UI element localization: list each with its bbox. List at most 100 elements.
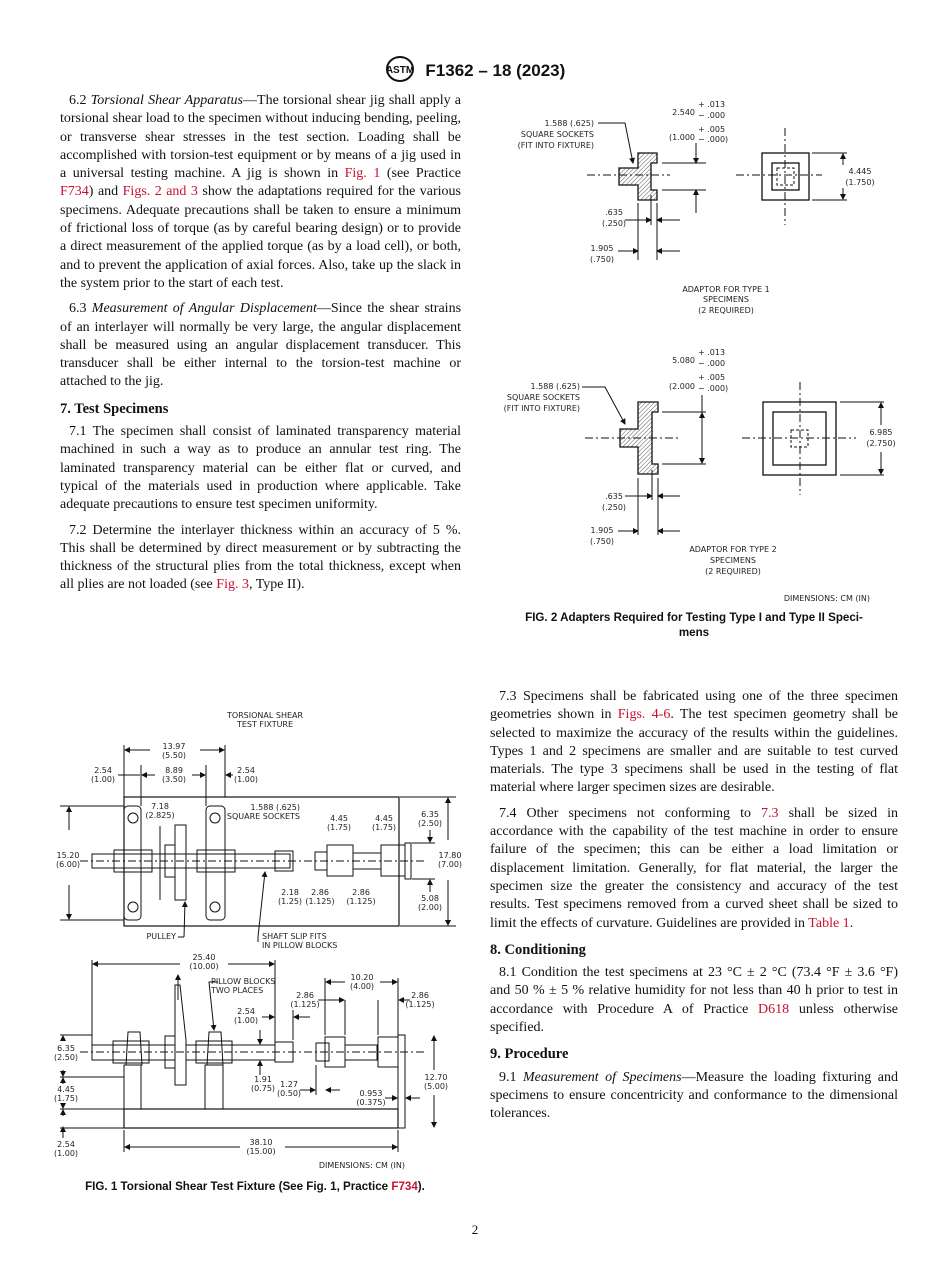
svg-text:(1.125): (1.125) — [305, 897, 334, 906]
link-fig-1[interactable]: Fig. 1 — [344, 166, 381, 182]
svg-text:(3.50): (3.50) — [162, 775, 186, 784]
svg-text:TEST FIXTURE: TEST FIXTURE — [236, 720, 293, 729]
svg-text:(2.825): (2.825) — [145, 811, 174, 820]
link-f734[interactable]: F734 — [60, 184, 89, 200]
svg-text:25.40: 25.40 — [193, 953, 216, 962]
svg-text:IN PILLOW BLOCKS: IN PILLOW BLOCKS — [262, 941, 337, 950]
svg-text:2.540: 2.540 — [672, 108, 695, 117]
astm-logo-icon: ASTM — [385, 56, 415, 87]
paragraph-7-1: 7.1 The specimen shall consist of lamina… — [60, 424, 461, 513]
adaptor-type-1-labels: 2.540 + .013 − .000 (1.000 + .005 − .000… — [518, 100, 875, 315]
paragraph-7-3: 7.3 Specimens shall be fabricated using … — [490, 689, 898, 796]
fig2-units: DIMENSIONS: CM (IN) — [784, 594, 870, 603]
svg-text:4.445: 4.445 — [849, 167, 872, 176]
svg-text:1.588 (.625): 1.588 (.625) — [251, 803, 301, 812]
svg-text:(2.750): (2.750) — [866, 439, 895, 448]
svg-text:10.20: 10.20 — [351, 973, 374, 982]
svg-text:SQUARE SOCKETS: SQUARE SOCKETS — [227, 812, 300, 821]
svg-text:(1.125): (1.125) — [290, 1000, 319, 1009]
link-figs-4-6[interactable]: Figs. 4-6 — [617, 707, 671, 723]
right-column: 7.3 Specimens shall be fabricated using … — [490, 688, 898, 1131]
svg-text:(1.00): (1.00) — [91, 775, 115, 784]
svg-text:(7.00): (7.00) — [438, 860, 462, 869]
svg-text:PILLOW BLOCKS: PILLOW BLOCKS — [211, 977, 275, 986]
svg-text:(5.00): (5.00) — [424, 1082, 448, 1091]
svg-text:38.10: 38.10 — [250, 1138, 273, 1147]
svg-text:(1.00): (1.00) — [54, 1149, 78, 1158]
adaptor-type-1-drawing — [587, 122, 847, 260]
svg-text:(1.25): (1.25) — [278, 897, 302, 906]
svg-text:SQUARE SOCKETS: SQUARE SOCKETS — [521, 130, 594, 139]
svg-text:(.250): (.250) — [602, 219, 626, 228]
link-d618[interactable]: D618 — [758, 1001, 790, 1017]
svg-text:0.953: 0.953 — [360, 1089, 383, 1098]
fig1-units: DIMENSIONS: CM (IN) — [319, 1161, 405, 1170]
svg-text:2.54: 2.54 — [237, 766, 255, 775]
svg-text:TORSIONAL SHEAR: TORSIONAL SHEAR — [226, 711, 304, 720]
svg-text:1.588 (.625): 1.588 (.625) — [545, 119, 595, 128]
paragraph-7-2: 7.2 Determine the interlayer thickness w… — [60, 522, 461, 593]
svg-text:ADAPTOR FOR TYPE 2: ADAPTOR FOR TYPE 2 — [689, 545, 776, 554]
svg-text:2.54: 2.54 — [57, 1140, 75, 1149]
svg-text:(6.00): (6.00) — [56, 860, 80, 869]
paragraph-9-1: 9.1 Measurement of Specimens—Measure the… — [490, 1069, 898, 1122]
link-f734-caption[interactable]: F734 — [391, 1180, 418, 1193]
svg-text:(0.375): (0.375) — [356, 1098, 385, 1107]
svg-text:2.86: 2.86 — [352, 888, 370, 897]
fixture-side-view-drawing — [60, 960, 437, 1152]
svg-text:(.250): (.250) — [602, 503, 626, 512]
svg-text:(1.00): (1.00) — [234, 775, 258, 784]
svg-text:ASTM: ASTM — [386, 65, 414, 76]
svg-text:4.45: 4.45 — [57, 1085, 75, 1094]
svg-text:6.985: 6.985 — [870, 428, 893, 437]
svg-text:2.54: 2.54 — [94, 766, 112, 775]
svg-text:(FIT INTO FIXTURE): (FIT INTO FIXTURE) — [518, 141, 594, 150]
link-figs-2-3[interactable]: Figs. 2 and 3 — [122, 184, 198, 200]
svg-text:8.89: 8.89 — [165, 766, 183, 775]
svg-text:1.588 (.625): 1.588 (.625) — [531, 382, 581, 391]
svg-text:15.20: 15.20 — [57, 851, 80, 860]
svg-text:PULLEY: PULLEY — [146, 932, 176, 941]
svg-text:(0.75): (0.75) — [251, 1084, 275, 1093]
svg-text:TWO PLACES: TWO PLACES — [210, 986, 263, 995]
svg-text:4.45: 4.45 — [330, 814, 348, 823]
svg-text:1.91: 1.91 — [254, 1075, 272, 1084]
svg-text:2.54: 2.54 — [237, 1007, 255, 1016]
svg-text:(1.00): (1.00) — [234, 1016, 258, 1025]
adaptor-type-2-labels: 5.080 + .013 − .000 (2.000 + .005 − .000… — [504, 348, 896, 603]
svg-text:13.97: 13.97 — [163, 742, 186, 751]
svg-text:(1.750): (1.750) — [845, 178, 874, 187]
link-7-3[interactable]: 7.3 — [761, 805, 779, 821]
svg-text:(.750): (.750) — [590, 537, 614, 546]
svg-text:ADAPTOR FOR TYPE 1: ADAPTOR FOR TYPE 1 — [682, 285, 769, 294]
svg-text:12.70: 12.70 — [425, 1073, 448, 1082]
left-column: 6.2 Torsional Shear Apparatus—The torsio… — [60, 92, 461, 602]
svg-text:(2.50): (2.50) — [54, 1053, 78, 1062]
svg-text:+ .013: + .013 — [698, 100, 725, 109]
page-number: 2 — [471, 1222, 479, 1237]
svg-text:− .000): − .000) — [698, 135, 728, 144]
link-table-1[interactable]: Table 1 — [808, 915, 850, 931]
svg-text:1.905: 1.905 — [591, 526, 614, 535]
svg-text:SPECIMENS: SPECIMENS — [710, 556, 756, 565]
svg-text:(15.00): (15.00) — [246, 1147, 275, 1156]
svg-text:6.35: 6.35 — [421, 810, 439, 819]
svg-text:2.86: 2.86 — [296, 991, 314, 1000]
svg-text:1.905: 1.905 — [591, 244, 614, 253]
svg-text:(1.75): (1.75) — [327, 823, 351, 832]
svg-text:(2 REQUIRED): (2 REQUIRED) — [705, 567, 761, 576]
svg-text:SPECIMENS: SPECIMENS — [703, 295, 749, 304]
svg-text:− .000): − .000) — [698, 384, 728, 393]
paragraph-7-4: 7.4 Other specimens not conforming to 7.… — [490, 805, 898, 931]
svg-text:6.35: 6.35 — [57, 1044, 75, 1053]
svg-text:(2.50): (2.50) — [418, 819, 442, 828]
svg-text:SHAFT SLIP FITS: SHAFT SLIP FITS — [262, 932, 327, 941]
svg-text:5.08: 5.08 — [421, 894, 439, 903]
svg-text:(1.125): (1.125) — [346, 897, 375, 906]
svg-text:7.18: 7.18 — [151, 802, 169, 811]
link-fig-3[interactable]: Fig. 3 — [216, 577, 249, 593]
svg-text:(0.50): (0.50) — [277, 1089, 301, 1098]
svg-text:+ .005: + .005 — [698, 125, 725, 134]
fixture-top-view-drawing — [60, 745, 456, 942]
